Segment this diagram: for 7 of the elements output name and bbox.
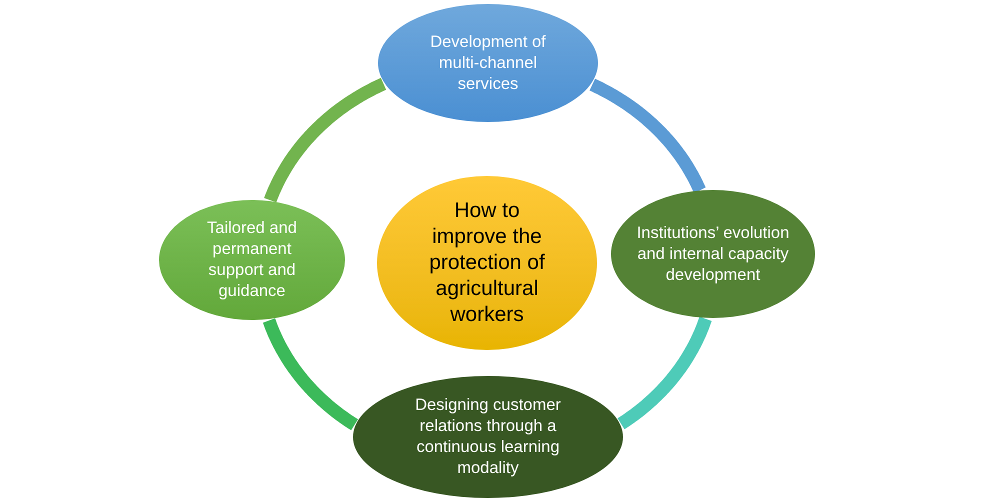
ring-arc-connector xyxy=(262,316,360,430)
ellipse-text: Tailored and permanent support and guidance xyxy=(206,218,298,302)
ring-arc-connector xyxy=(264,78,388,205)
ellipse-text: Institutions’ evolution and internal capacity development xyxy=(636,222,790,286)
ellipse-text: Development of multi-channel services xyxy=(429,32,547,94)
ellipse-text: How to improve the protection of agricultural workers xyxy=(428,198,546,328)
ellipse-text: Designing customer relations through a continuous learning modality xyxy=(414,395,562,479)
